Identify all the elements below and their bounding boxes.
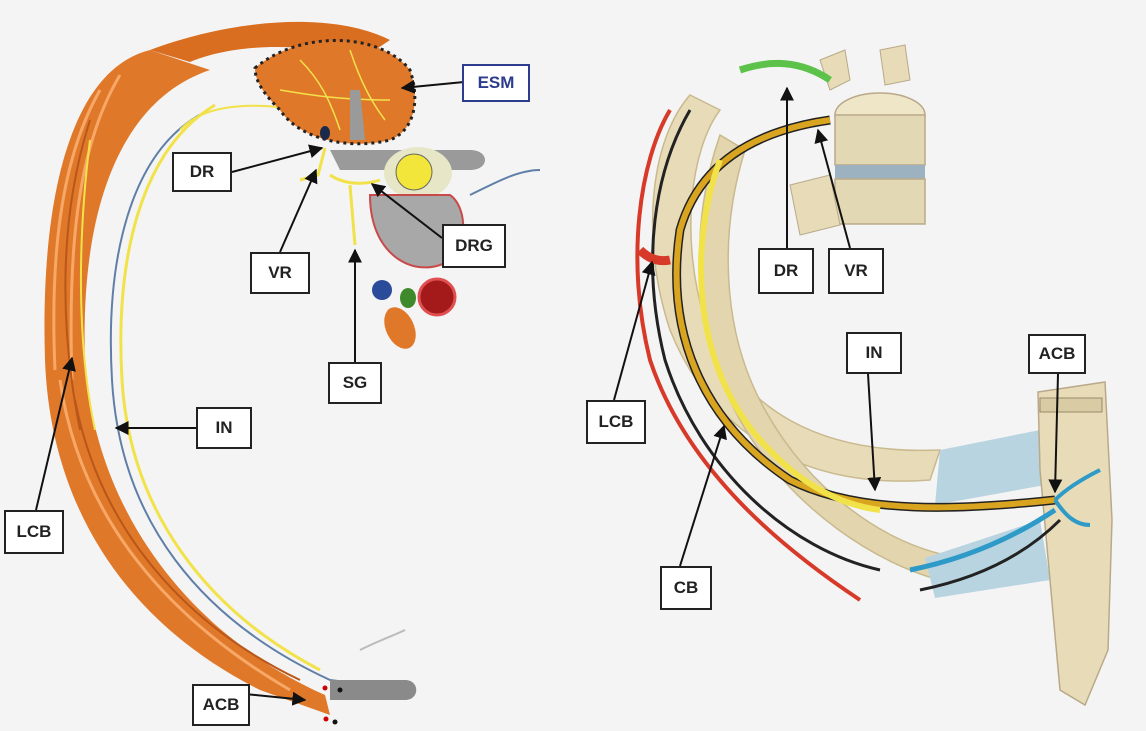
label-vr-right: VR xyxy=(828,248,884,294)
erector-spinae-muscle xyxy=(255,40,415,143)
label-dr-right: DR xyxy=(758,248,814,294)
label-cb-right: CB xyxy=(660,566,712,610)
label-vr-left: VR xyxy=(250,252,310,294)
label-lcb-left: LCB xyxy=(4,510,64,554)
dorsal-ramus xyxy=(740,63,830,80)
thoracic-duct xyxy=(400,288,416,308)
label-dr-left: DR xyxy=(172,152,232,192)
label-acb-left: ACB xyxy=(192,684,250,726)
sternum-right xyxy=(1038,382,1112,705)
vertebra-right xyxy=(790,45,925,235)
esophagus xyxy=(378,302,422,354)
label-esm: ESM xyxy=(462,64,530,102)
label-in-left: IN xyxy=(196,407,252,449)
label-acb-right: ACB xyxy=(1028,334,1086,374)
aorta xyxy=(419,279,455,315)
left-cross-section xyxy=(44,22,540,725)
label-lcb-right: LCB xyxy=(586,400,646,444)
label-in-right: IN xyxy=(846,332,902,374)
azygos-vein xyxy=(372,280,392,300)
sternum-left xyxy=(330,680,416,700)
costal-cartilage-upper xyxy=(935,430,1045,505)
costal-cartilage-lower xyxy=(925,520,1050,598)
label-drg-left: DRG xyxy=(442,224,506,268)
label-sg-left: SG xyxy=(328,362,382,404)
